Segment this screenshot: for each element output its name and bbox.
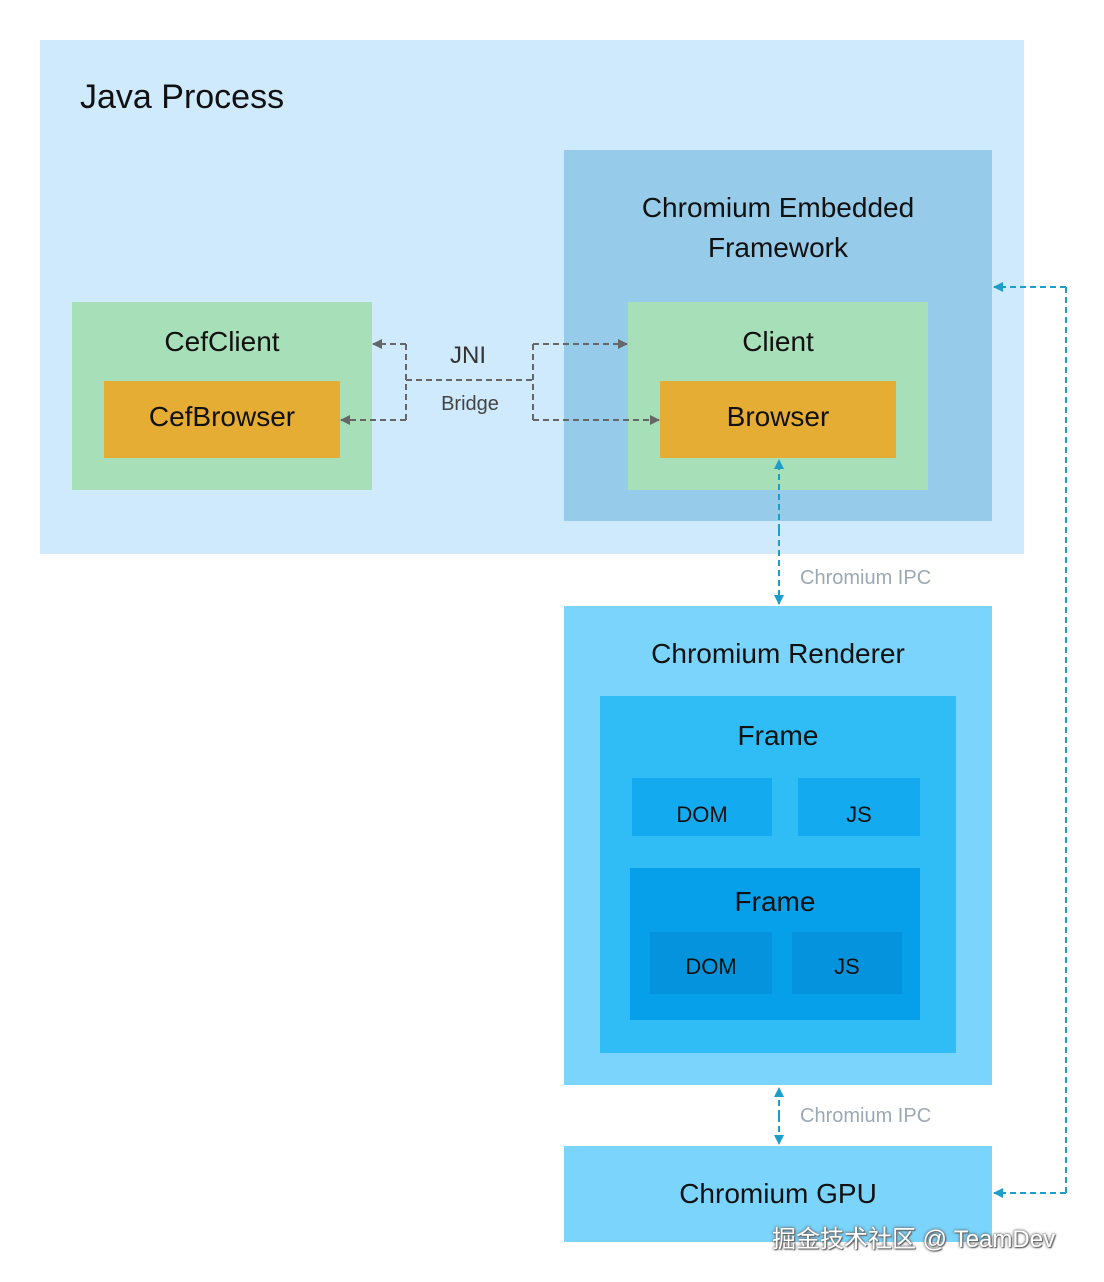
chromium-gpu-box: Chromium GPU: [564, 1146, 992, 1242]
frame-outer-js-box: JS: [798, 778, 920, 836]
cefbrowser-box: CefBrowser: [104, 381, 340, 458]
frame-inner-dom-box: DOM: [650, 932, 772, 994]
ipc-label-bottom: Chromium IPC: [800, 1105, 932, 1127]
cef-framework-title-line2: Framework: [707, 232, 848, 263]
cefclient-title: CefClient: [164, 326, 280, 357]
chromium-renderer-title: Chromium Renderer: [651, 638, 905, 669]
frame-outer-title: Frame: [737, 720, 819, 751]
frame-inner-title: Frame: [734, 886, 816, 917]
java-process-title: Java Process: [80, 78, 285, 116]
browser-box: Browser: [660, 381, 896, 458]
watermark: 掘金技术社区 @ TeamDev: [772, 1226, 1056, 1253]
frame-outer-dom-box: DOM: [632, 778, 772, 836]
bridge-label: Bridge: [441, 393, 499, 415]
jni-label: JNI: [450, 342, 486, 369]
client-title: Client: [742, 326, 814, 357]
cef-framework-title: Chromium Embedded Framework: [564, 188, 992, 268]
cefbrowser-label: CefBrowser: [148, 401, 296, 432]
frame-inner-js-label: JS: [834, 954, 860, 979]
browser-label: Browser: [726, 401, 830, 432]
frame-outer-js-label: JS: [846, 802, 872, 827]
frame-outer-dom-label: DOM: [676, 802, 728, 827]
frame-inner-dom-label: DOM: [685, 954, 737, 979]
chromium-gpu-title: Chromium GPU: [679, 1178, 877, 1209]
jni-bridge-connector: [340, 339, 660, 425]
ipc-label-top: Chromium IPC: [800, 567, 932, 589]
ipc-connectors: [774, 282, 1067, 1198]
frame-inner-js-box: JS: [792, 932, 902, 994]
cef-framework-title-line1: Chromium Embedded: [641, 192, 915, 223]
